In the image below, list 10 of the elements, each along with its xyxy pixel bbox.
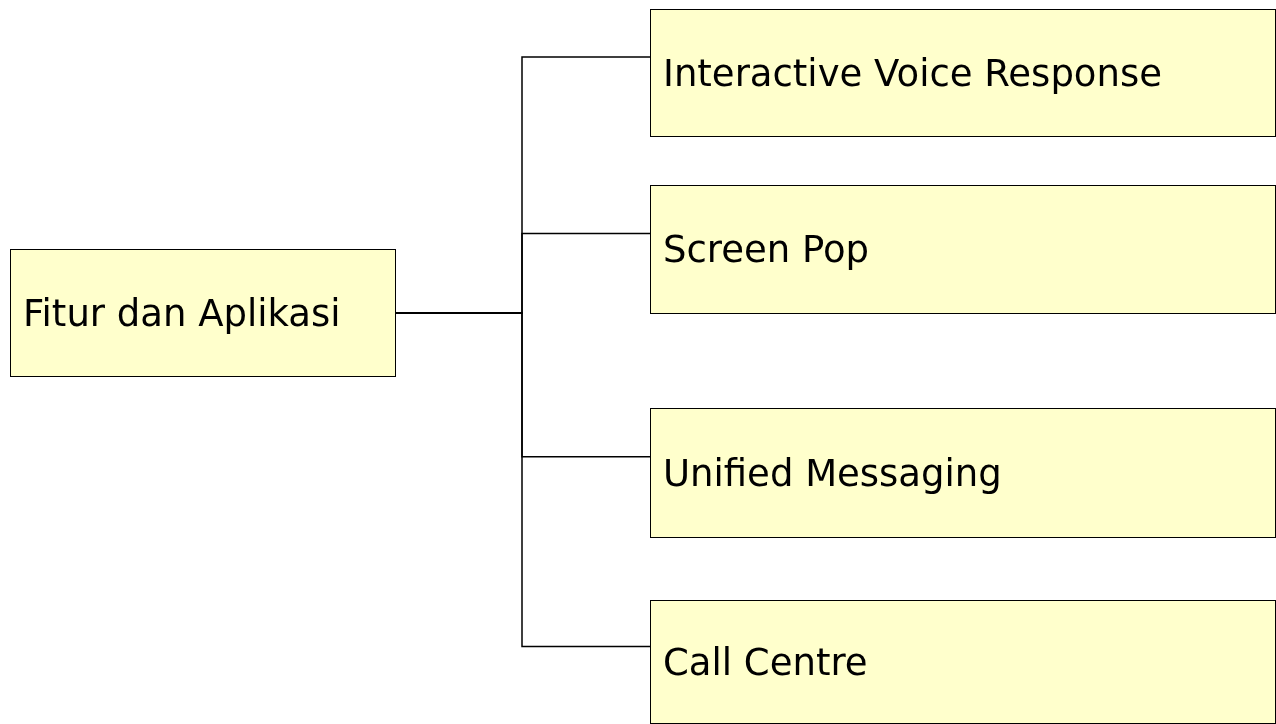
box-label: Screen Pop [663,228,870,271]
box-label: Call Centre [663,640,868,684]
box-label: Fitur dan Aplikasi [23,291,341,335]
box-label: Interactive Voice Response [663,51,1162,95]
process-box [650,600,1276,724]
process-box [10,249,396,377]
box-label: Unified Messaging [663,451,1002,495]
process-box [650,408,1276,538]
process-box [650,185,1276,314]
process-box [650,9,1276,137]
